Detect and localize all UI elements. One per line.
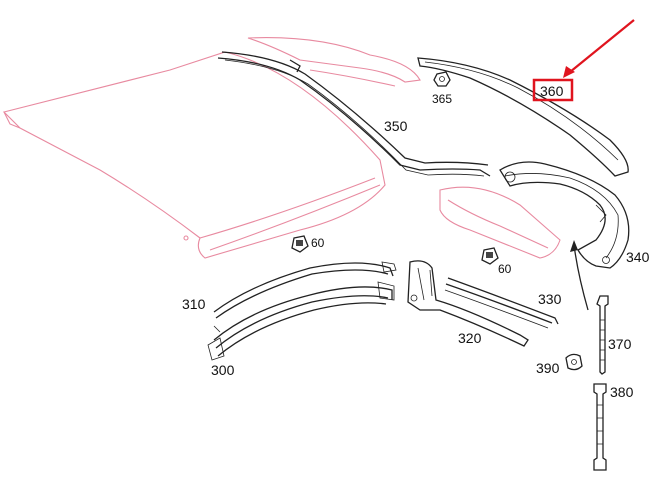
callout-390: 390 (536, 360, 560, 376)
callout-320: 320 (458, 330, 482, 346)
part-390-clip (565, 353, 583, 371)
callout-380: 380 (610, 384, 634, 400)
callout-310: 310 (182, 296, 206, 312)
part-360-seal (417, 57, 629, 177)
callout-330: 330 (538, 291, 562, 307)
part-350-seal (217, 51, 491, 177)
callout-60-left: 60 (311, 236, 325, 250)
part-60-clip-left (291, 235, 309, 253)
highlight-box-360 (532, 78, 574, 102)
pointer-arrow (563, 19, 635, 78)
callout-300: 300 (211, 362, 235, 378)
callout-360: 360 (540, 83, 564, 99)
callout-365: 365 (432, 92, 452, 106)
roof-ghost-outline (2, 37, 561, 259)
direction-arrow (570, 240, 589, 311)
part-310-strip (213, 261, 397, 319)
callout-60-right: 60 (498, 262, 512, 276)
callout-370: 370 (608, 336, 632, 352)
part-320-strip (407, 260, 529, 347)
part-365-clip (433, 71, 451, 87)
callout-350: 350 (384, 118, 408, 134)
part-330-strip (444, 277, 559, 329)
part-340-corner (499, 161, 630, 269)
part-370-bolt (596, 295, 609, 375)
part-380-bolt (593, 383, 607, 471)
part-300-strip (207, 281, 395, 361)
callout-340: 340 (626, 249, 650, 265)
part-60-clip-right (481, 247, 499, 265)
